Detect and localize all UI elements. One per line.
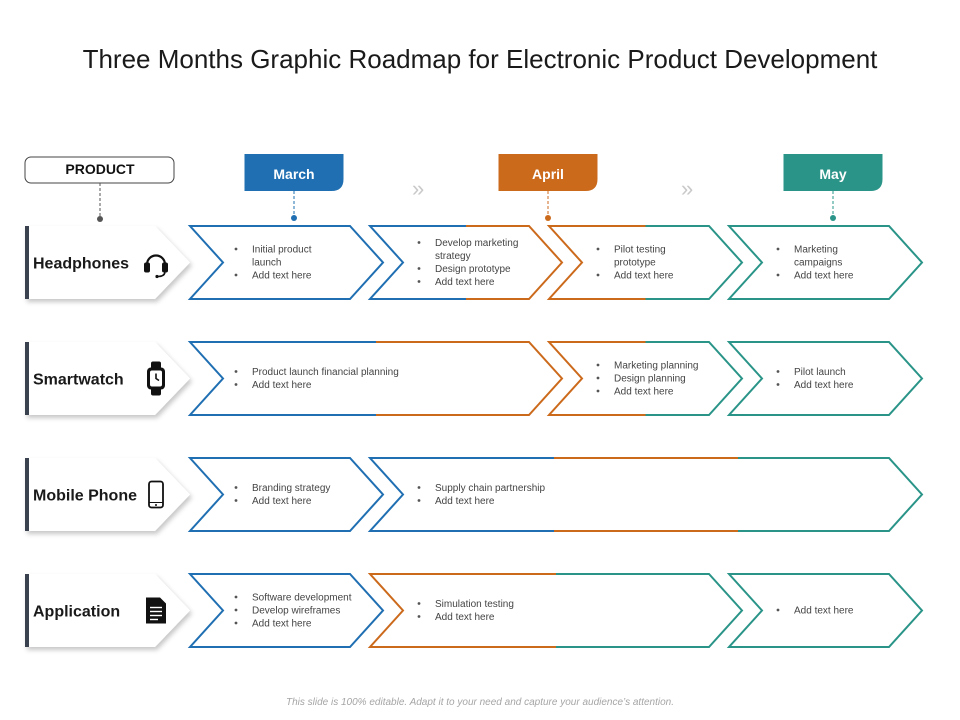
task-item: Pilot launch bbox=[794, 367, 846, 378]
product-card: Mobile Phone bbox=[25, 458, 190, 531]
task-item: Add text here bbox=[614, 387, 674, 398]
month-tab-april: April bbox=[498, 154, 598, 221]
task-item: Design prototype bbox=[435, 264, 511, 275]
page-title: Three Months Graphic Roadmap for Electro… bbox=[82, 44, 878, 74]
bullet-icon bbox=[596, 363, 600, 367]
chevron-right-icon: » bbox=[412, 176, 424, 201]
bullet-icon bbox=[417, 486, 421, 489]
month-label: April bbox=[532, 166, 564, 182]
bullet-icon bbox=[417, 267, 421, 270]
document-icon bbox=[146, 597, 166, 624]
task-item: Add text here bbox=[794, 380, 854, 391]
task-item: Branding strategy bbox=[252, 483, 330, 494]
smartwatch-icon bbox=[147, 361, 165, 396]
month-label: March bbox=[273, 166, 314, 182]
roadmap-row: Smartwatch Product launch financial plann… bbox=[25, 341, 924, 416]
bullet-icon bbox=[234, 383, 238, 386]
bullet-icon bbox=[234, 621, 238, 625]
task-item: prototype bbox=[614, 258, 656, 269]
bullet-icon bbox=[234, 370, 238, 373]
task-item: Product launch financial planning bbox=[252, 367, 399, 378]
task-item: Simulation testing bbox=[435, 599, 514, 610]
product-connector-dot bbox=[97, 216, 103, 222]
bullet-icon bbox=[776, 370, 780, 373]
product-card: Headphones bbox=[25, 226, 190, 299]
task-item: Add text here bbox=[435, 612, 495, 623]
bullet-icon bbox=[776, 247, 780, 251]
bullet-icon bbox=[234, 273, 238, 277]
task-item: Marketing planning bbox=[614, 361, 699, 372]
task-item: Add text here bbox=[252, 619, 312, 630]
task-item: Add text here bbox=[252, 496, 312, 507]
bullet-icon bbox=[776, 383, 780, 386]
task-item: Supply chain partnership bbox=[435, 483, 546, 494]
mobile-phone-icon bbox=[148, 480, 164, 509]
product-name: Application bbox=[33, 604, 120, 621]
bullet-icon bbox=[596, 273, 600, 277]
task-item: campaigns bbox=[794, 258, 842, 269]
bullet-icon bbox=[234, 247, 238, 251]
bullet-icon bbox=[234, 608, 238, 612]
task-item: Initial product bbox=[252, 245, 312, 256]
task-item: Design planning bbox=[614, 374, 686, 385]
task-item: Software development bbox=[252, 593, 352, 604]
task-item: Add text here bbox=[794, 271, 854, 282]
task-item: Add text here bbox=[435, 277, 495, 288]
task-item: Pilot testing bbox=[614, 245, 666, 256]
product-header: PRODUCT bbox=[24, 156, 175, 184]
month-tab-march: March bbox=[244, 154, 344, 221]
footer-note: This slide is 100% editable. Adapt it to… bbox=[285, 697, 675, 708]
bullet-icon bbox=[417, 241, 421, 244]
task-item: launch bbox=[252, 258, 281, 269]
task-item: Add text here bbox=[435, 496, 495, 507]
bullet-icon bbox=[417, 615, 421, 618]
chevron-right-icon: » bbox=[681, 176, 693, 201]
task-item: Add text here bbox=[252, 380, 312, 391]
task-item: Add text here bbox=[252, 271, 312, 282]
product-name: Smartwatch bbox=[33, 372, 124, 389]
month-label: May bbox=[819, 166, 846, 182]
bullet-icon bbox=[776, 608, 780, 612]
product-card: Smartwatch bbox=[25, 342, 190, 415]
task-item: Develop wireframes bbox=[252, 606, 340, 617]
bullet-icon bbox=[234, 595, 238, 599]
bullet-icon bbox=[596, 247, 600, 251]
product-name: Mobile Phone bbox=[33, 488, 137, 505]
task-item: Develop marketing bbox=[435, 238, 518, 249]
product-name: Headphones bbox=[33, 256, 129, 273]
task-box: Add text here bbox=[726, 573, 924, 648]
bullet-icon bbox=[596, 376, 600, 380]
product-card: Application bbox=[25, 574, 190, 647]
task-item: Marketing bbox=[794, 245, 838, 256]
bullet-icon bbox=[417, 280, 421, 283]
bullet-icon bbox=[234, 486, 238, 489]
task-item: Add text here bbox=[614, 271, 674, 282]
bullet-icon bbox=[234, 499, 238, 502]
product-header-label: PRODUCT bbox=[65, 161, 135, 177]
task-item: strategy bbox=[435, 251, 471, 262]
bullet-icon bbox=[596, 389, 600, 393]
month-tab-may: May bbox=[783, 154, 883, 221]
bullet-icon bbox=[417, 602, 421, 605]
bullet-icon bbox=[417, 499, 421, 502]
bullet-icon bbox=[776, 273, 780, 277]
task-item: Add text here bbox=[794, 606, 854, 617]
headphones-icon bbox=[144, 254, 168, 279]
